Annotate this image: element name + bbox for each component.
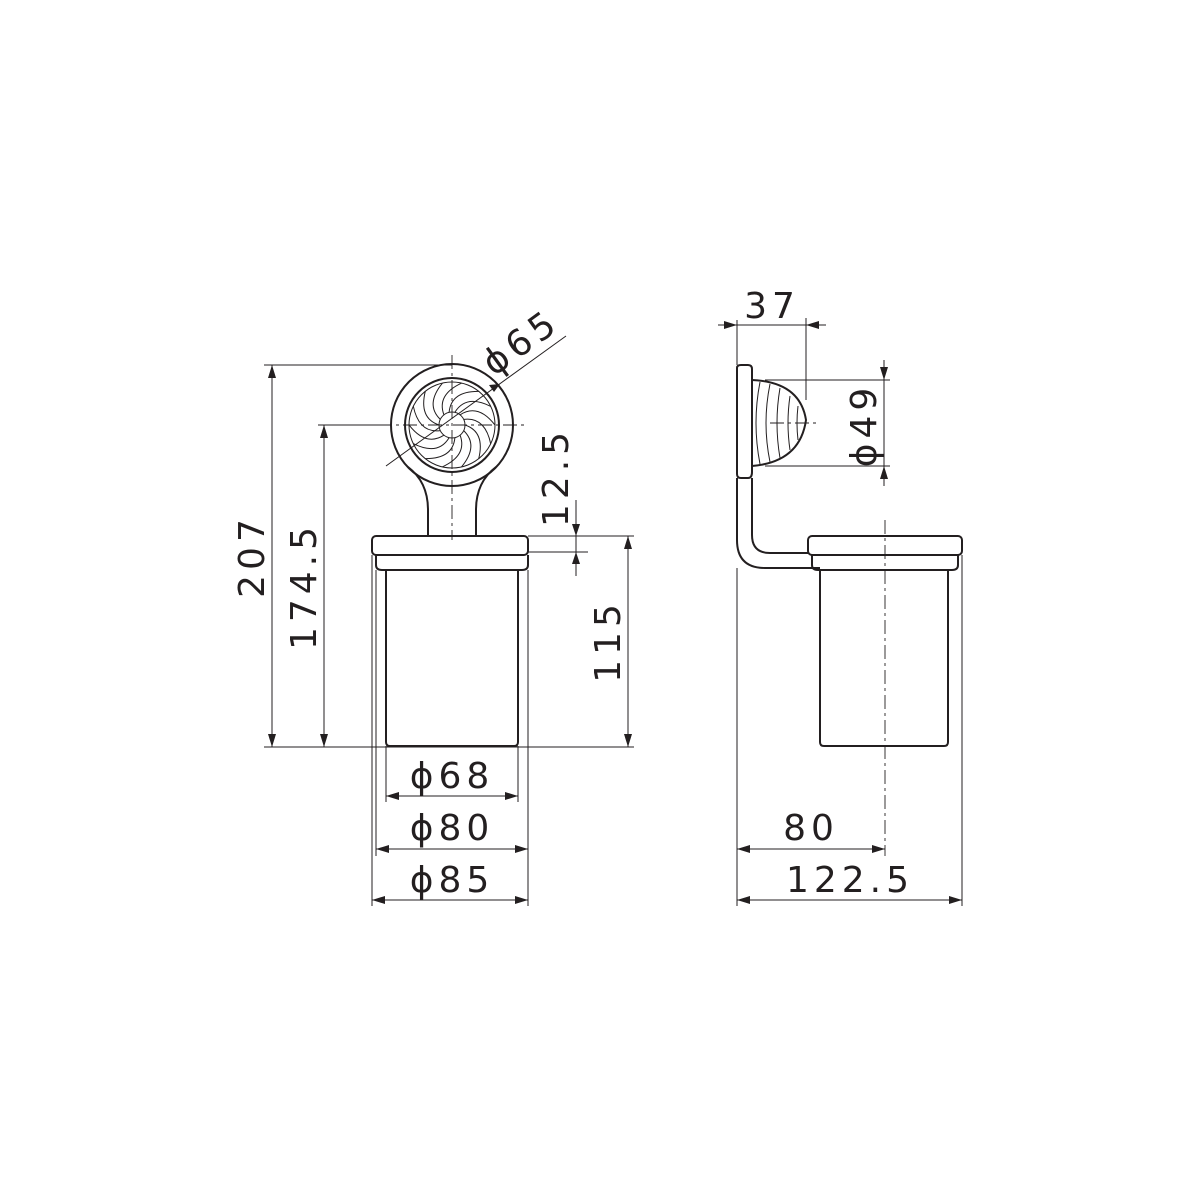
side-view: 37 ϕ49 80 122.5 <box>718 286 963 906</box>
rosette-petal <box>448 390 479 413</box>
dim-cup-center-distance: 80 <box>783 808 839 849</box>
dim-cup-inner-diameter: ϕ68 <box>410 756 495 797</box>
rosette-petal <box>454 400 492 413</box>
rosette-petal <box>412 437 450 450</box>
dim-overall-height: 207 <box>232 514 273 598</box>
front-holder-rim <box>371 535 529 556</box>
rosette-petal <box>459 410 496 426</box>
rosette-petal <box>441 382 462 415</box>
rosette-petal <box>442 435 463 468</box>
dim-holder-diameter: ϕ85 <box>410 860 495 901</box>
front-view: 207 174.5 115 12.5 ϕ65 ϕ68 ϕ80 ϕ85 <box>232 301 634 906</box>
dim-projection-depth: 37 <box>744 286 800 327</box>
dim-mount-center-height: 174.5 <box>284 522 325 650</box>
rosette-petal <box>425 437 456 460</box>
rosette-petal <box>461 430 472 468</box>
rosette-petal <box>464 424 481 459</box>
dim-rosette-diameter-front: ϕ65 <box>475 301 568 384</box>
dim-cup-height: 115 <box>588 599 629 683</box>
side-arm <box>736 478 820 569</box>
front-holder-neck <box>407 466 497 536</box>
rosette-petal <box>412 406 441 432</box>
rosette-petal <box>408 424 445 440</box>
side-wall-plate <box>736 364 753 479</box>
rosette-petal <box>463 418 492 444</box>
dim-overall-depth: 122.5 <box>786 860 914 901</box>
rosette-petal <box>432 382 443 420</box>
dim-offset: 12.5 <box>536 427 577 527</box>
rosette-petal <box>423 391 440 426</box>
dim-cup-outer-diameter: ϕ80 <box>410 808 495 849</box>
front-cup <box>375 555 529 747</box>
dim-rosette-diameter-side: ϕ49 <box>844 383 885 468</box>
